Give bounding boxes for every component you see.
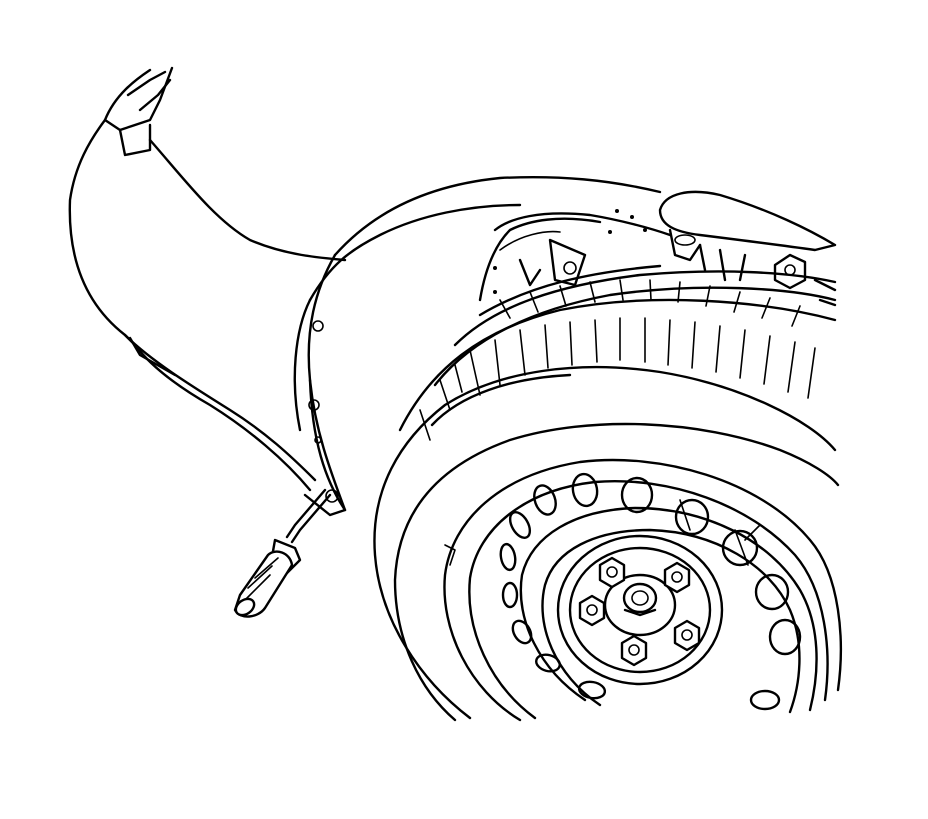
vent-hole-icon (499, 472, 802, 711)
screwdriver-icon (233, 488, 332, 618)
strut-mount-icon (518, 190, 837, 307)
tire-icon (373, 264, 840, 722)
wheelhouse-liner-icon (293, 175, 672, 517)
fender-panel-icon (68, 66, 347, 492)
steel-wheel-icon (443, 458, 842, 722)
lug-nut-icon (578, 556, 701, 667)
